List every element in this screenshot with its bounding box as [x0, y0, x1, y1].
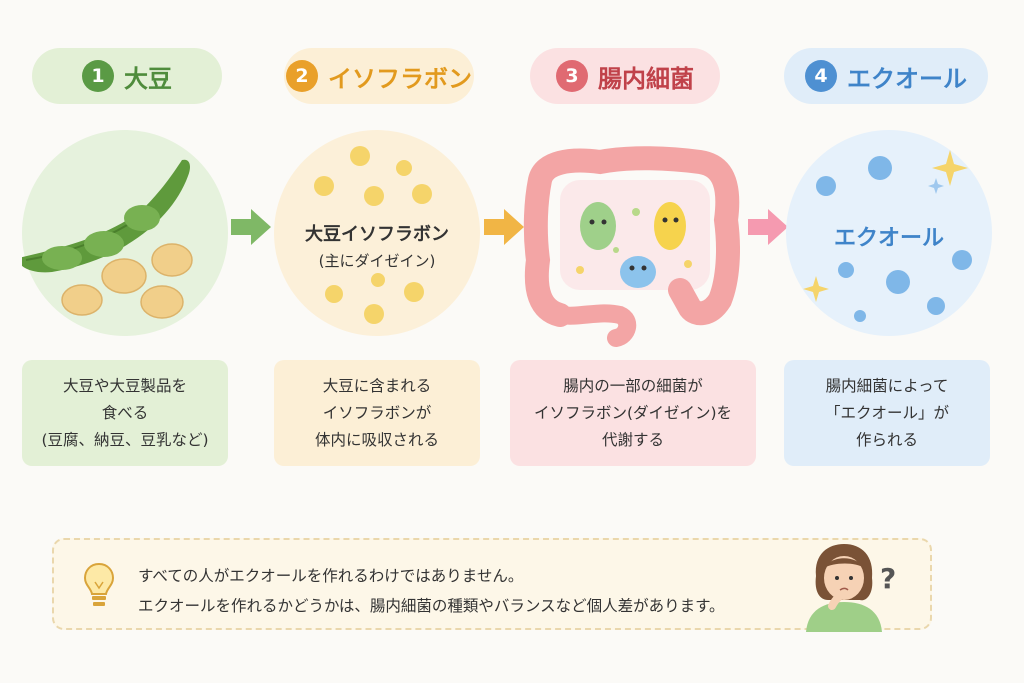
step-1-desc-line: 食べる [101, 403, 149, 422]
equol-bubbles-icon [803, 150, 972, 322]
note-line-2: エクオールを作れるかどうかは、腸内細菌の種類やバランスなど個人差があります。 [138, 597, 725, 615]
arrow-right-icon [484, 209, 524, 245]
note-box: すべての人がエクオールを作れるわけではありません。 エクオールを作れるかどうかは… [52, 538, 932, 630]
step-3-title: 腸内細菌 [598, 64, 694, 93]
step-2-desc-line: イソフラボンが [322, 403, 432, 422]
step-1-header: 1 大豆 [32, 48, 222, 104]
arrow-right-icon [748, 209, 788, 245]
isoflavone-label: 大豆イソフラボン [305, 224, 449, 245]
step-soybean: 1 大豆 大豆や大豆製品を 食べる (豆腐、納豆、豆乳など) [18, 0, 242, 480]
step-2-desc-line: 大豆に含まれる [322, 376, 432, 395]
step-4-desc-line: 腸内細菌によって [825, 376, 949, 395]
step-4-desc-line: 「エクオール」が [824, 403, 949, 422]
bacteria-blue-icon [620, 256, 656, 288]
step-4-header: 4 エクオール [784, 48, 988, 104]
step-3-header: 3 腸内細菌 [530, 48, 720, 104]
step-isoflavone: 2 イソフラボン 大豆イソフラボン (主にダイゼイン) 大豆に含まれる イソフラ… [274, 0, 494, 480]
step-2-title: イソフラボン [328, 64, 472, 93]
step-4-number: 4 [805, 60, 837, 92]
step-4-description: 腸内細菌によって 「エクオール」が 作られる [784, 360, 990, 466]
bacteria-green-icon [580, 202, 616, 250]
isoflavone-sublabel: (主にダイゼイン) [318, 252, 436, 270]
note-line-1: すべての人がエクオールを作れるわけではありません。 [138, 567, 524, 585]
step-1-desc-line: (豆腐、納豆、豆乳など) [41, 430, 209, 449]
step-4-title: エクオール [847, 64, 967, 93]
step-2-number: 2 [286, 60, 318, 92]
intestine-illustration [523, 146, 740, 347]
step-2-description: 大豆に含まれる イソフラボンが 体内に吸収される [274, 360, 480, 466]
bacteria-yellow-icon [654, 202, 686, 250]
isoflavone-illustration: 大豆イソフラボン (主にダイゼイン) [274, 130, 480, 336]
equol-label: エクオール [833, 226, 944, 251]
step-1-title: 大豆 [124, 64, 172, 93]
step-3-desc-line: 代謝する [601, 430, 664, 449]
step-3-desc-line: 腸内の一部の細菌が [563, 376, 703, 395]
isoflavone-dots-icon [314, 146, 432, 324]
step-3-description: 腸内の一部の細菌が イソフラボン(ダイゼイン)を 代謝する [510, 360, 756, 466]
thinking-person-icon [806, 544, 882, 632]
step-equol: 4 エクオール エクオール 腸内細菌によって 「エクオール」が 作られる [782, 0, 1002, 480]
question-mark: ? [880, 562, 897, 595]
step-3-desc-line: イソフラボン(ダイゼイン)を [533, 403, 733, 422]
step-1-desc-line: 大豆や大豆製品を [62, 376, 187, 395]
soybean-illustration [18, 130, 228, 336]
step-4-desc-line: 作られる [855, 430, 918, 449]
arrow-right-icon [231, 209, 271, 245]
step-gut-bacteria: 3 腸内細菌 腸内の一部の細菌が イソフラボン(ダイゼイン)を 代謝する [510, 0, 760, 480]
soybean-pod-icon [18, 159, 193, 319]
step-1-number: 1 [82, 60, 114, 92]
step-2-desc-line: 体内に吸収される [314, 430, 439, 449]
equol-illustration: エクオール [786, 130, 992, 336]
step-2-header: 2 イソフラボン [284, 48, 474, 104]
step-1-description: 大豆や大豆製品を 食べる (豆腐、納豆、豆乳など) [22, 360, 228, 466]
step-3-number: 3 [556, 60, 588, 92]
lightbulb-icon [83, 562, 115, 606]
